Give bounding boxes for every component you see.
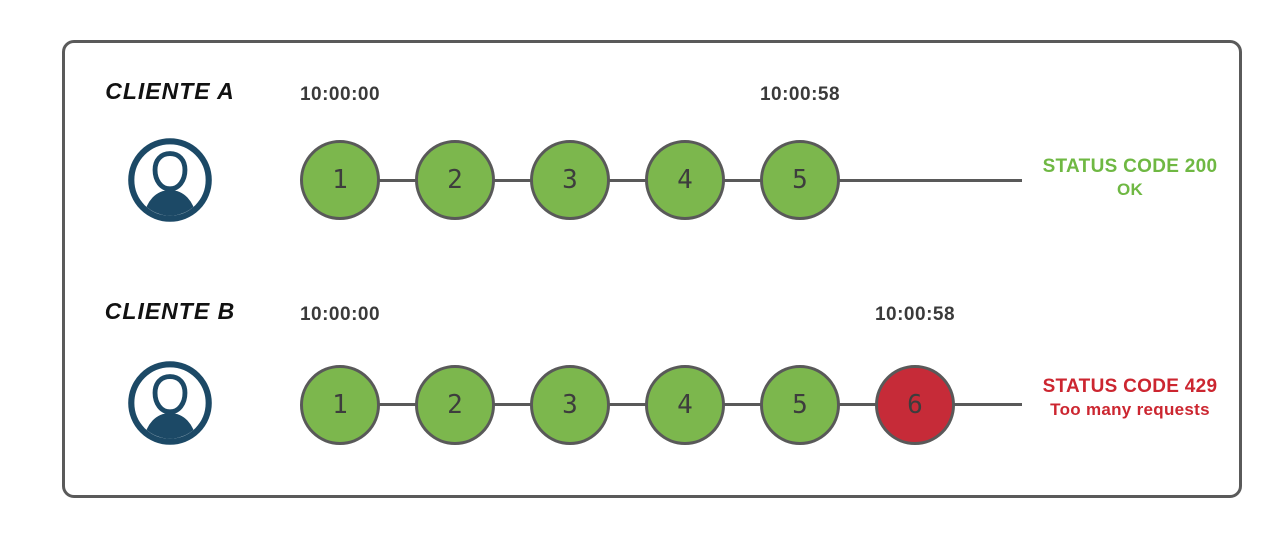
status-code-text: STATUS CODE 429 [1042,376,1218,397]
person-icon [128,361,212,445]
request-circle: 2 [415,365,495,445]
request-circle: 5 [760,140,840,220]
status-message-text: OK [1116,180,1144,199]
request-circle: 1 [300,140,380,220]
request-circle-blocked: 6 [875,365,955,445]
end-timestamp: 10:00:58 [759,84,841,105]
status-label-ok: STATUS CODE 200 OK [1025,155,1235,201]
request-circle: 3 [530,140,610,220]
end-timestamp: 10:00:58 [874,304,956,325]
start-timestamp: 10:00:00 [299,84,381,105]
request-circle: 3 [530,365,610,445]
request-circle: 5 [760,365,840,445]
start-timestamp: 10:00:00 [299,304,381,325]
person-icon [128,138,212,222]
status-message-text: Too many requests [1050,400,1210,419]
diagram-frame [62,40,1242,498]
request-circle: 4 [645,365,725,445]
status-code-text: STATUS CODE 200 [1042,156,1218,177]
request-circle: 4 [645,140,725,220]
client-a-label: CLIENTE A [105,78,235,104]
request-circle: 1 [300,365,380,445]
request-circle: 2 [415,140,495,220]
client-b-label: CLIENTE B [104,298,236,324]
status-label-blocked: STATUS CODE 429 Too many requests [1025,375,1235,421]
